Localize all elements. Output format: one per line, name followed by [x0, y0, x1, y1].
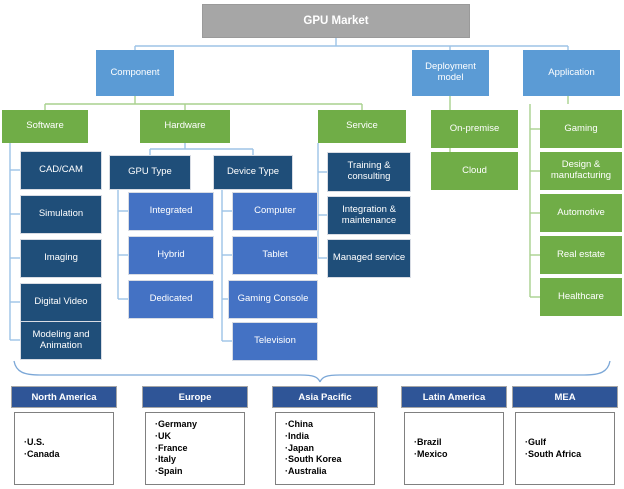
region-country: Mexico — [414, 449, 503, 461]
region-country: France — [155, 443, 244, 455]
region-country: Brazil — [414, 437, 503, 449]
device-type-computer[interactable]: Computer — [232, 192, 318, 231]
service-item-managed-service[interactable]: Managed service — [327, 239, 411, 278]
region-country: Australia — [285, 466, 374, 478]
application-real-estate[interactable]: Real estate — [540, 236, 622, 274]
deployment-on-premise[interactable]: On-premise — [431, 110, 518, 148]
application-automotive[interactable]: Automotive — [540, 194, 622, 232]
region-country: Canada — [24, 449, 113, 461]
service-item-training-consulting[interactable]: Training & consulting — [327, 152, 411, 192]
gpu-type-hybrid[interactable]: Hybrid — [128, 236, 214, 275]
service-item-integration-maintenance[interactable]: Integration & maintenance — [327, 196, 411, 235]
region-country: Italy — [155, 454, 244, 466]
branch-deployment-model[interactable]: Deployment model — [412, 50, 489, 96]
application-gaming[interactable]: Gaming — [540, 110, 622, 148]
region-list-north-america: U.S. Canada — [14, 412, 114, 485]
hardware-group-device-type[interactable]: Device Type — [213, 155, 293, 190]
region-country: China — [285, 419, 374, 431]
hardware-group-gpu-type[interactable]: GPU Type — [109, 155, 191, 190]
device-type-television[interactable]: Television — [232, 322, 318, 361]
software-item-imaging[interactable]: Imaging — [20, 239, 102, 278]
gpu-type-dedicated[interactable]: Dedicated — [128, 280, 214, 319]
branch-application[interactable]: Application — [523, 50, 620, 96]
software-item-simulation[interactable]: Simulation — [20, 195, 102, 234]
region-country: Spain — [155, 466, 244, 478]
region-header-europe[interactable]: Europe — [142, 386, 248, 408]
gpu-type-integrated[interactable]: Integrated — [128, 192, 214, 231]
region-header-latin-america[interactable]: Latin America — [401, 386, 507, 408]
category-hardware[interactable]: Hardware — [140, 110, 230, 143]
region-header-asia-pacific[interactable]: Asia Pacific — [272, 386, 378, 408]
region-country: Gulf — [525, 437, 614, 449]
device-type-tablet[interactable]: Tablet — [232, 236, 318, 275]
region-list-europe: Germany UK France Italy Spain — [145, 412, 245, 485]
region-country: Japan — [285, 443, 374, 455]
region-country: UK — [155, 431, 244, 443]
application-design-manufacturing[interactable]: Design & manufacturing — [540, 152, 622, 190]
region-country: India — [285, 431, 374, 443]
region-country: U.S. — [24, 437, 113, 449]
brace-connector — [13, 360, 611, 383]
category-software[interactable]: Software — [2, 110, 88, 143]
root-node-gpu-market[interactable]: GPU Market — [202, 4, 470, 38]
software-item-modeling-and-animation[interactable]: Modeling and Animation — [20, 321, 102, 360]
category-service[interactable]: Service — [318, 110, 406, 143]
region-list-latin-america: Brazil Mexico — [404, 412, 504, 485]
region-list-mea: Gulf South Africa — [515, 412, 615, 485]
region-country: South Africa — [525, 449, 614, 461]
region-country: South Korea — [285, 454, 374, 466]
region-header-mea[interactable]: MEA — [512, 386, 618, 408]
region-list-asia-pacific: China India Japan South Korea Australia — [275, 412, 375, 485]
region-country: Germany — [155, 419, 244, 431]
application-healthcare[interactable]: Healthcare — [540, 278, 622, 316]
region-header-north-america[interactable]: North America — [11, 386, 117, 408]
branch-component[interactable]: Component — [96, 50, 174, 96]
software-item-cad-cam[interactable]: CAD/CAM — [20, 151, 102, 190]
deployment-cloud[interactable]: Cloud — [431, 152, 518, 190]
software-item-digital-video[interactable]: Digital Video — [20, 283, 102, 322]
device-type-gaming-console[interactable]: Gaming Console — [228, 280, 318, 319]
